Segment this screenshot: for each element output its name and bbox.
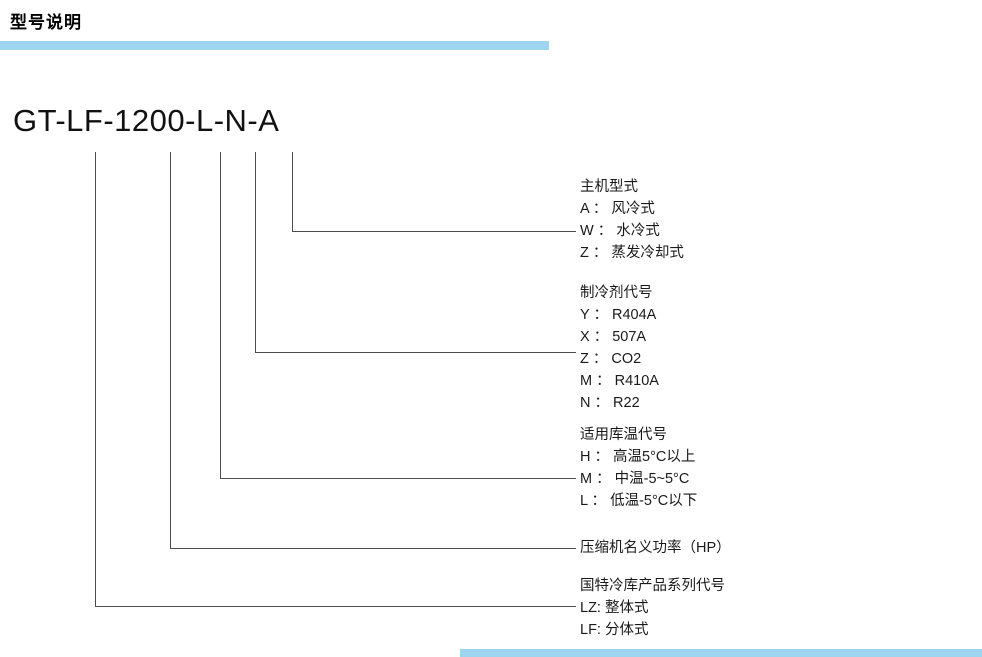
- legend-item: H ： 高温5°C以上: [580, 449, 696, 465]
- legend-item: A ： 风冷式: [580, 201, 655, 217]
- legend-title-host-type: 主机型式: [580, 179, 638, 195]
- legend-group-compressor-power: 压缩机名义功率（HP）: [580, 537, 731, 559]
- legend-group-refrigerant: 制冷剂代号 Y ： R404A X ： 507A Z ： CO2 M ： R41…: [580, 282, 659, 414]
- legend-item: LF: 分体式: [580, 622, 649, 638]
- legend-item: N ： R22: [580, 395, 640, 411]
- legend-title-storage-temp: 适用库温代号: [580, 427, 667, 443]
- leader-line-compressor-power: [170, 152, 576, 549]
- legend-item: W ： 水冷式: [580, 223, 660, 239]
- accent-bar-bottom: [460, 649, 982, 657]
- leader-line-refrigerant: [255, 152, 576, 353]
- legend-item: X ： 507A: [580, 329, 647, 345]
- legend-title-refrigerant: 制冷剂代号: [580, 285, 653, 301]
- leader-line-series-code: [95, 152, 576, 607]
- accent-bar-top: [0, 41, 549, 50]
- leader-line-storage-temp: [220, 152, 576, 479]
- legend-group-storage-temp: 适用库温代号 H ： 高温5°C以上 M ： 中温-5~5°C L ： 低温-5…: [580, 424, 697, 512]
- legend-item: Z ： 蒸发冷却式: [580, 245, 684, 261]
- legend-item: M ： R410A: [580, 373, 659, 389]
- legend-item: Y ： R404A: [580, 307, 657, 323]
- legend-item: L ： 低温-5°C以下: [580, 493, 698, 509]
- legend-item: Z ： CO2: [580, 351, 642, 367]
- legend-group-host-type: 主机型式 A ： 风冷式 W ： 水冷式 Z ： 蒸发冷却式: [580, 176, 684, 264]
- legend-item: M ： 中温-5~5°C: [580, 471, 690, 487]
- legend-group-series-code: 国特冷库产品系列代号 LZ: 整体式 LF: 分体式: [580, 575, 725, 641]
- legend-title-series-code: 国特冷库产品系列代号: [580, 578, 725, 594]
- legend-title-compressor-power: 压缩机名义功率（HP）: [580, 540, 731, 556]
- legend-item: LZ: 整体式: [580, 600, 649, 616]
- leader-line-host-type: [292, 152, 576, 232]
- model-code: GT-LF-1200-L-N-A: [13, 103, 280, 138]
- page-title: 型号说明: [10, 13, 82, 32]
